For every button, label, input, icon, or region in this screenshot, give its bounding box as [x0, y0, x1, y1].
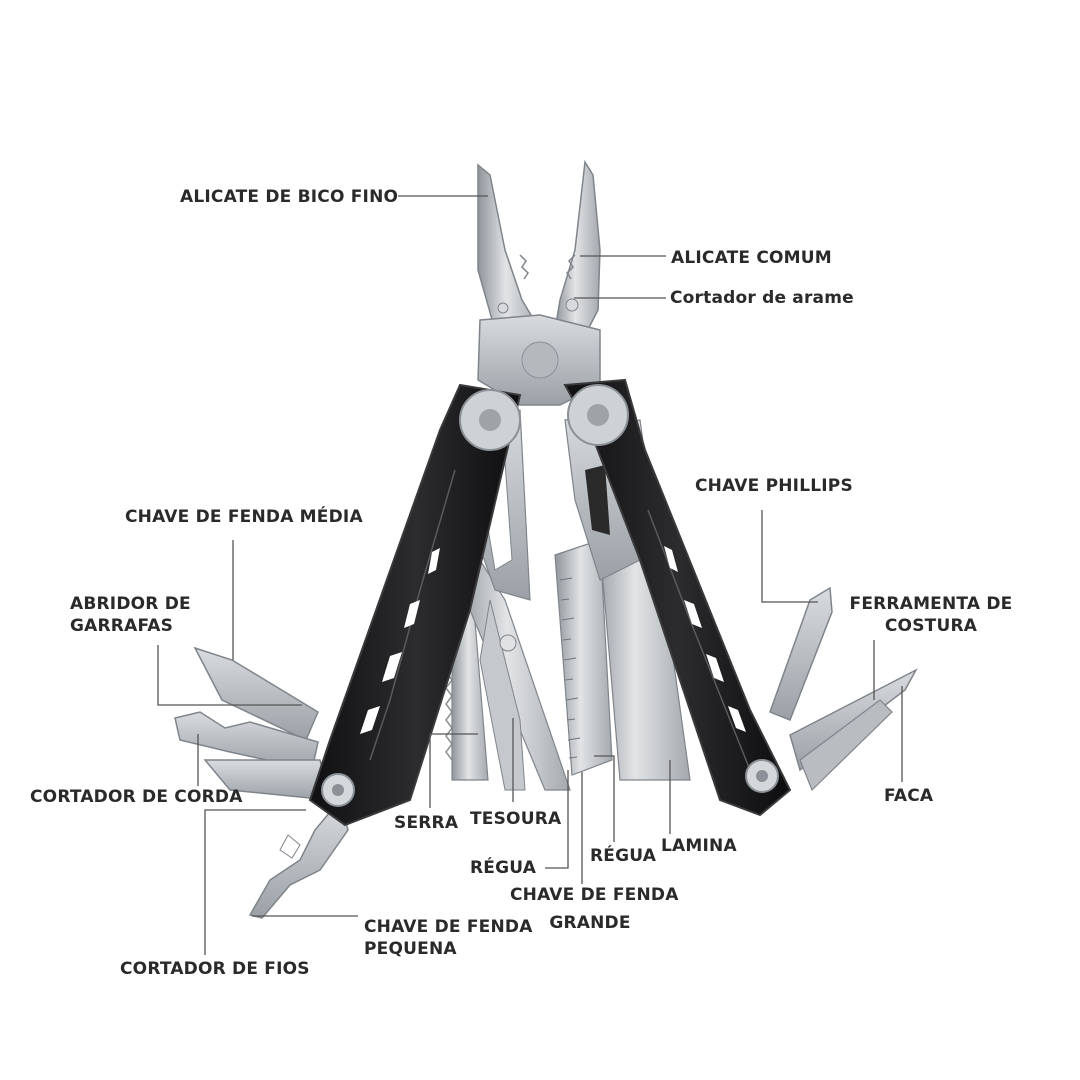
- leader-cortador-fios: [204, 809, 306, 955]
- label-chave-fenda-pequena-line1: CHAVE DE FENDA: [364, 917, 533, 937]
- leader-regua-left: [545, 770, 569, 869]
- label-chave-fenda-grande: CHAVE DE FENDA GRANDE: [510, 884, 679, 934]
- needle-nose-jaw-right: [554, 159, 601, 347]
- leader-serra: [429, 733, 478, 808]
- label-abridor-garrafas: ABRIDOR DE GARRAFAS: [70, 593, 191, 637]
- leader-regua-right: [594, 755, 615, 842]
- ruler-tool: [554, 539, 613, 776]
- awl-tool: [799, 699, 893, 792]
- leader-abridor-garrafas: [157, 645, 302, 706]
- medium-screwdriver-tool: [193, 646, 319, 742]
- label-cortador-corda: CORTADOR DE CORDA: [30, 787, 243, 807]
- label-regua-left: RÉGUA: [470, 858, 537, 878]
- leader-chave-phillips: [761, 510, 818, 603]
- label-alicate-bico-fino: ALICATE DE BICO FINO: [180, 187, 399, 207]
- label-chave-phillips: CHAVE PHILLIPS: [695, 476, 853, 496]
- label-cortador-arame: Cortador de arame: [670, 288, 854, 308]
- left-handle: [308, 383, 522, 827]
- label-abridor-garrafas-line2: GARRAFAS: [70, 616, 174, 636]
- bottle-opener-tool: [174, 711, 319, 771]
- left-tools: [174, 646, 349, 919]
- label-regua-right: RÉGUA: [590, 846, 657, 866]
- phillips-screwdriver-tool: [769, 586, 833, 721]
- leader-lines: [157, 195, 903, 955]
- label-ferramenta-costura: FERRAMENTA DE COSTURA: [848, 593, 1014, 637]
- label-faca: FACA: [884, 786, 934, 806]
- label-cortador-fios: CORTADOR DE FIOS: [120, 959, 310, 979]
- label-tesoura: TESOURA: [470, 809, 562, 829]
- right-handle: [563, 378, 792, 817]
- pliers-head: [477, 159, 601, 406]
- label-chave-fenda-media: CHAVE DE FENDA MÉDIA: [125, 507, 363, 527]
- label-serra: SERRA: [394, 813, 459, 833]
- label-abridor-garrafas-line1: ABRIDOR DE: [70, 594, 191, 614]
- label-alicate-comum: ALICATE COMUM: [671, 248, 832, 268]
- label-ferramenta-costura-line1: FERRAMENTA DE: [849, 594, 1013, 614]
- label-chave-fenda-pequena: CHAVE DE FENDA PEQUENA: [364, 916, 533, 960]
- label-chave-fenda-grande-line1: CHAVE DE FENDA: [510, 885, 679, 905]
- label-chave-fenda-pequena-line2: PEQUENA: [364, 939, 457, 959]
- label-chave-fenda-grande-line2: GRANDE: [549, 913, 631, 933]
- label-lamina: LAMINA: [661, 836, 737, 856]
- label-ferramenta-costura-line2: COSTURA: [884, 616, 978, 636]
